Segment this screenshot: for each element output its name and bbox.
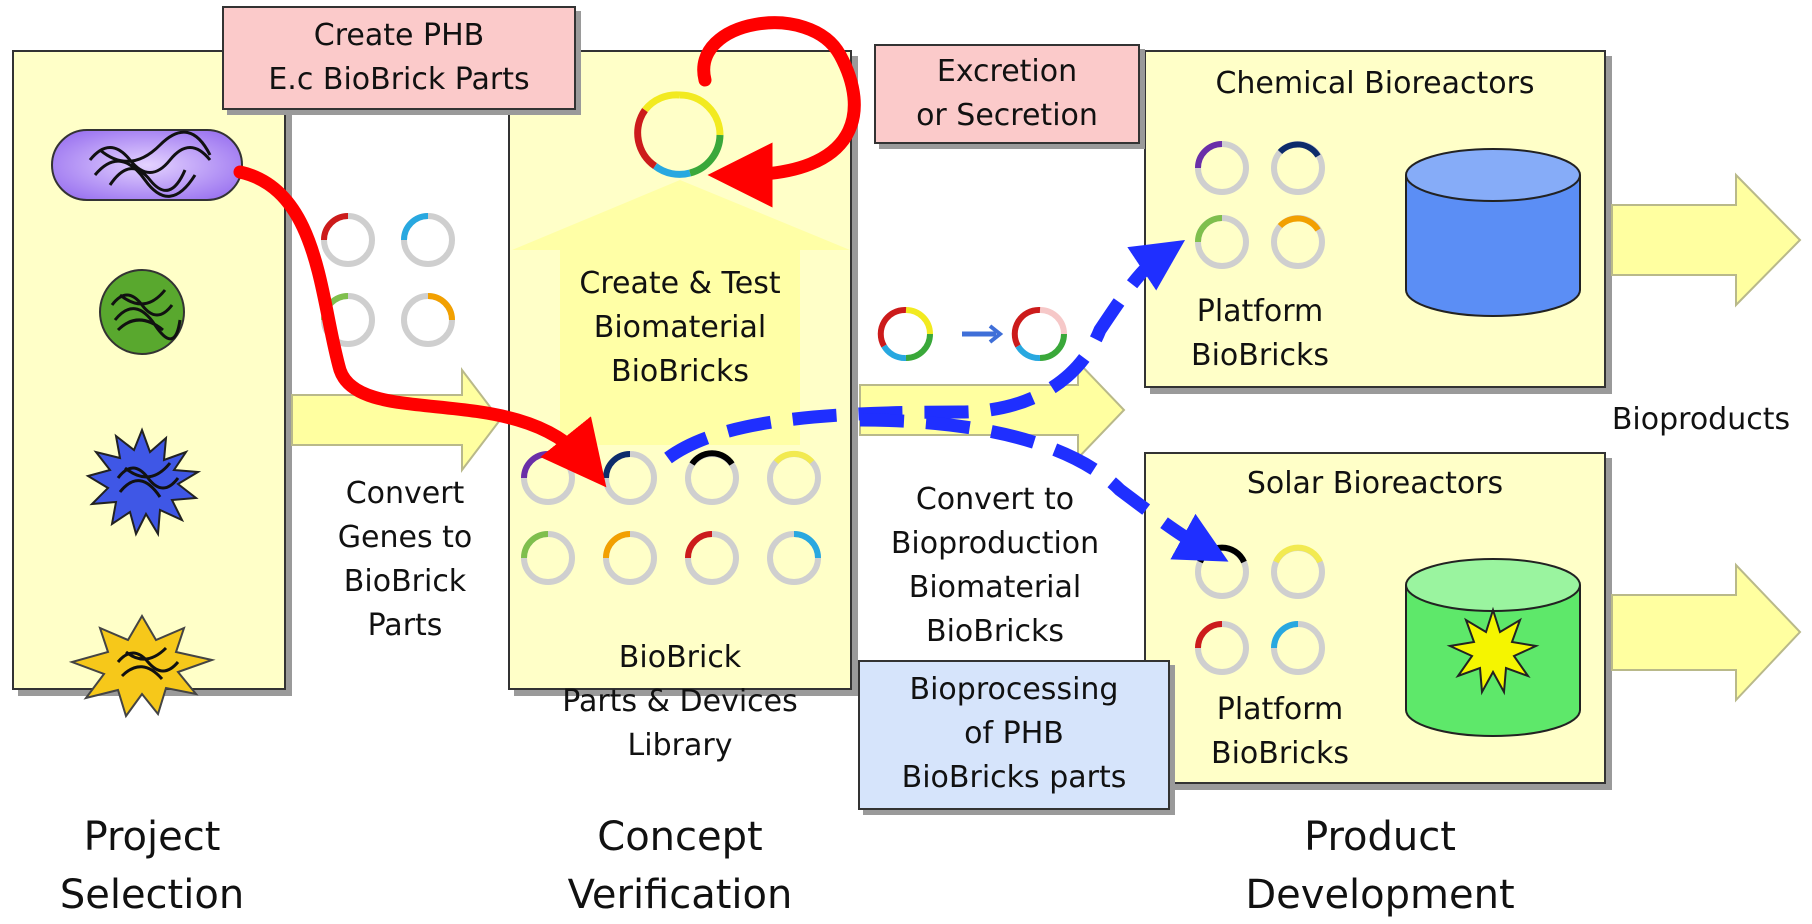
convert-genes-arrow <box>291 367 502 473</box>
purple-bacterium-icon <box>51 129 243 201</box>
product-development-caption: Product Development <box>1245 814 1515 918</box>
create-test-label: Create & Test Biomaterial BioBricks <box>579 266 781 389</box>
bioproducts-label: Bioproducts <box>1611 402 1791 437</box>
project-selection-caption: Project Selection <box>59 814 245 918</box>
library-label: BioBrick Parts & Devices Library <box>562 640 798 763</box>
solar-bioreactors-title: Solar Bioreactors <box>1246 466 1504 501</box>
plasmid-rings <box>321 141 1325 675</box>
multicolor-plasmid-icon <box>634 91 724 178</box>
green-cell-icon <box>99 269 185 355</box>
yellow-star-cell-icon <box>68 614 216 719</box>
red-gene-path-arrow <box>233 165 607 488</box>
concept-verification-caption: Concept Verification <box>567 814 793 918</box>
solar-platform-label: Platform BioBricks <box>1210 692 1350 771</box>
create-test-up-arrow <box>512 180 850 445</box>
convert-genes-label: Convert Genes to BioBrick Parts <box>337 476 473 643</box>
bioprocessing-callout: Bioprocessing of PHB BioBricks parts <box>858 660 1170 810</box>
chemical-output-arrow <box>1611 172 1802 308</box>
blue-path-to-chemical <box>664 239 1186 464</box>
chemical-platform-label: Platform BioBricks <box>1190 294 1330 373</box>
excretion-callout: Excretion or Secretion <box>874 44 1140 144</box>
plasmid-conversion-icon <box>877 306 1067 362</box>
blue-path-to-solar <box>859 413 1229 562</box>
sun-icon <box>1446 606 1540 696</box>
chemical-bioreactor-tank-icon <box>1405 148 1581 317</box>
solar-bioreactor-tank-icon <box>1405 558 1581 737</box>
red-excretion-loop-arrow <box>697 16 861 208</box>
convert-bioproduction-label: Convert to Bioproduction Biomaterial Bio… <box>890 482 1100 649</box>
create-phb-callout: Create PHB E.c BioBrick Parts <box>222 6 576 110</box>
chemical-bioreactors-title: Chemical Bioreactors <box>1215 66 1535 101</box>
blue-spiky-cell-icon <box>85 427 202 538</box>
solar-output-arrow <box>1611 562 1802 703</box>
